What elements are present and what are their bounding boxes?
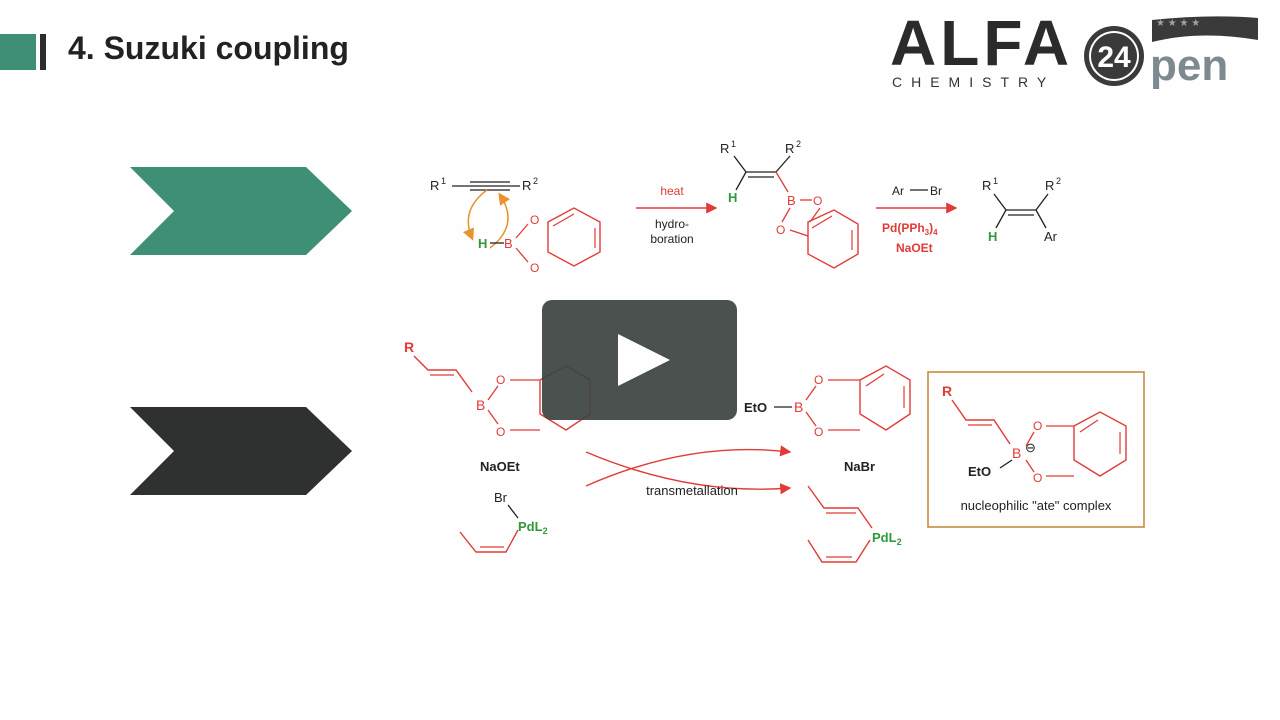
- o-label-bottom: O: [530, 261, 539, 275]
- slide-title: 4. Suzuki coupling: [68, 30, 349, 66]
- h-label: H: [478, 236, 487, 251]
- r2-sup: 2: [533, 176, 538, 186]
- prod-r1-sup: 1: [993, 176, 998, 186]
- s2-right-pdl-label: PdL2: [872, 530, 902, 547]
- ate-b-label: B: [1012, 445, 1021, 461]
- int-h-label: H: [728, 190, 737, 205]
- s2-b-label: B: [476, 397, 485, 413]
- open24-word: pen: [1150, 41, 1228, 90]
- arrow2-ar-label: Ar: [892, 184, 904, 198]
- s2-r-label: R: [404, 339, 414, 355]
- ate-eto-label: EtO: [968, 464, 991, 479]
- ate-caption: nucleophilic "ate" complex: [961, 498, 1112, 513]
- ate-o-top: O: [1033, 419, 1042, 433]
- int-r2-label: R: [785, 141, 794, 156]
- play-icon: [618, 334, 670, 386]
- scheme2-left: R B O O NaOEt Br PdL2: [404, 339, 591, 553]
- scheme1-product: R 1 R 2 H Ar: [982, 176, 1061, 244]
- ate-r-label: R: [942, 383, 952, 399]
- arrow2-br-label: Br: [930, 184, 942, 198]
- s2-o-top: O: [496, 373, 505, 387]
- scheme1-reactants: R 1 R 2 H B O O: [430, 176, 601, 275]
- r1-sup: 1: [441, 176, 446, 186]
- int-r2-sup: 2: [796, 139, 801, 149]
- logo-stars: ★ ★ ★ ★: [1156, 18, 1200, 29]
- s2-o-bottom: O: [496, 425, 505, 439]
- scheme1-arrow1: heat hydro- boration: [636, 184, 718, 246]
- ate-o-bottom: O: [1033, 471, 1042, 485]
- title-accent-bar: [0, 34, 36, 70]
- ate-complex-box: R B ⊖ EtO O O nucleophilic "ate" complex: [927, 371, 1145, 528]
- scheme2-arrows: transmetallation: [585, 445, 792, 498]
- int-r1-sup: 1: [731, 139, 736, 149]
- alfa-logo-subtitle: CHEMISTRY: [892, 74, 1056, 90]
- o-label-top: O: [530, 213, 539, 227]
- int-o-right: O: [813, 194, 822, 208]
- r1-label: R: [430, 178, 439, 193]
- arrow1-hydro-label: hydro-: [655, 217, 689, 231]
- video-play-button[interactable]: [542, 300, 737, 420]
- open24-number: 24: [1097, 41, 1131, 74]
- scheme1-intermediate: R 1 R 2 H B O O: [720, 139, 859, 269]
- r2-label: R: [522, 178, 531, 193]
- arrow1-boration-label: boration: [650, 232, 693, 246]
- s2-br-label: Br: [494, 490, 508, 505]
- prod-r1-label: R: [982, 178, 991, 193]
- s2-pdl-label: PdL2: [518, 519, 548, 536]
- s2-naoet-label: NaOEt: [480, 459, 520, 474]
- s2-eto-label: EtO: [744, 400, 767, 415]
- s2-right-o-top: O: [814, 373, 823, 387]
- ate-charge-icon: ⊖: [1025, 440, 1036, 455]
- teal-chevron: [130, 167, 352, 255]
- arrow2-naoet-label: NaOEt: [896, 241, 933, 255]
- prod-ar-label: Ar: [1044, 229, 1058, 244]
- prod-r2-sup: 2: [1056, 176, 1061, 186]
- int-b-label: B: [787, 193, 796, 208]
- s2-transmetallation-label: transmetallation: [646, 483, 738, 498]
- int-r1-label: R: [720, 141, 729, 156]
- dark-chevron: [130, 407, 352, 495]
- b-label: B: [504, 236, 513, 251]
- scheme1-arrow2: Ar Br Pd(PPh3)4 NaOEt: [876, 184, 958, 255]
- arrow1-heat-label: heat: [660, 184, 684, 198]
- alfa-logo-text: ALFA: [890, 7, 1074, 79]
- prod-h-label: H: [988, 229, 997, 244]
- s2-right-b-label: B: [794, 399, 803, 415]
- s2-right-o-bottom: O: [814, 425, 823, 439]
- s2-nabr-label: NaBr: [844, 459, 875, 474]
- title-accent-tick: [40, 34, 46, 70]
- arrow2-catalyst-label: Pd(PPh3)4: [882, 221, 938, 237]
- prod-r2-label: R: [1045, 178, 1054, 193]
- logo-swoosh: [1152, 16, 1258, 42]
- int-o-bottom: O: [776, 223, 785, 237]
- scheme2-right: EtO B O O NaBr PdL2: [744, 365, 911, 563]
- open24-logo: 24 pen ★ ★ ★ ★: [1084, 16, 1258, 90]
